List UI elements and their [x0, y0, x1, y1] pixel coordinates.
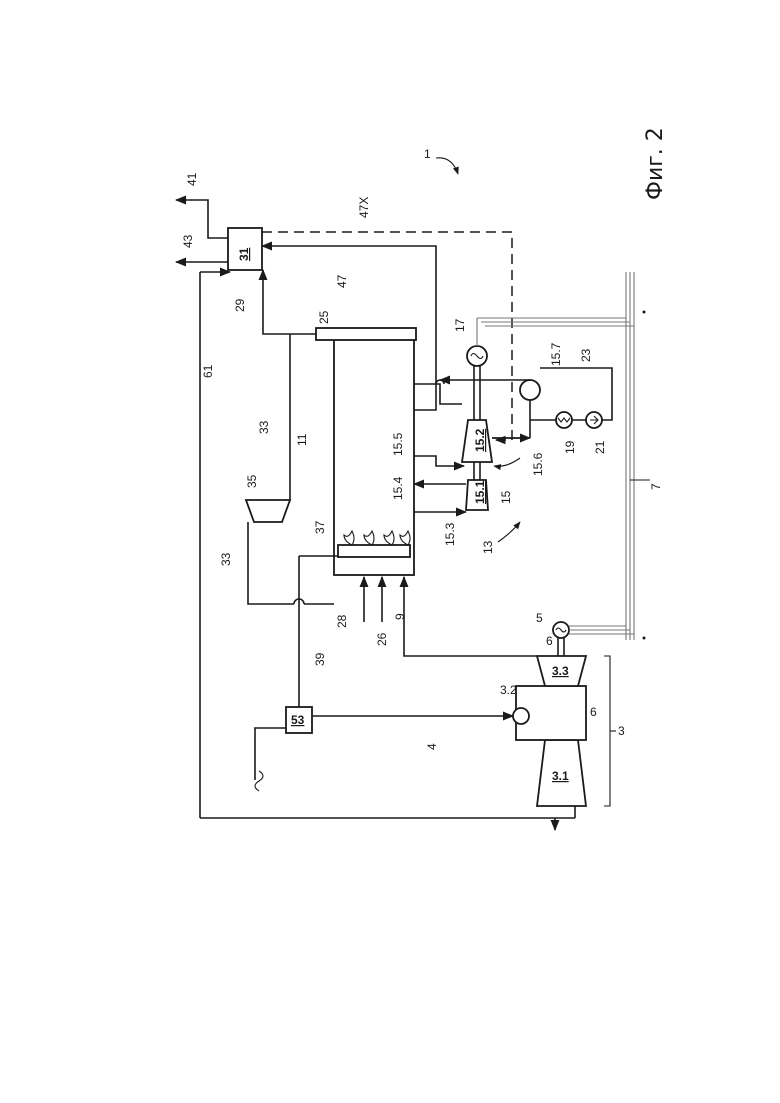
label-21: 21 — [593, 440, 607, 454]
label-3-2: 3.2 — [500, 683, 517, 697]
label-3-1: 3.1 — [552, 769, 569, 783]
label-13: 13 — [481, 540, 495, 554]
burner-37 — [338, 545, 410, 557]
label-system-1: 1 — [424, 147, 431, 161]
line-41 — [176, 200, 228, 238]
fan-35 — [246, 500, 290, 522]
label-23: 23 — [579, 348, 593, 362]
label-6-lower: 6 — [590, 705, 597, 719]
label-6-upper: 6 — [546, 634, 553, 648]
label-47: 47 — [335, 274, 349, 288]
combustor-3-2 — [513, 708, 529, 724]
label-39: 39 — [313, 652, 327, 666]
label-28: 28 — [335, 614, 349, 628]
label-17: 17 — [453, 318, 467, 332]
label-37: 37 — [313, 520, 327, 534]
line-9 — [404, 577, 537, 656]
label-15-3: 15.3 — [443, 522, 457, 546]
arrow-system-1 — [436, 158, 458, 174]
label-61: 61 — [201, 364, 215, 378]
line-23 — [530, 368, 612, 420]
label-15-2: 15.2 — [473, 428, 487, 452]
label-43: 43 — [181, 234, 195, 248]
label-53: 53 — [291, 713, 305, 727]
label-15-4: 15.4 — [391, 476, 405, 500]
figure-caption: Фиг. 2 — [643, 127, 668, 200]
outlet-25 — [316, 328, 416, 340]
label-9: 9 — [393, 613, 407, 620]
label-26: 26 — [375, 632, 389, 646]
label-47x: 47X — [357, 197, 371, 218]
label-35: 35 — [245, 474, 259, 488]
condenser-15-7 — [520, 380, 540, 400]
label-41: 41 — [185, 172, 199, 186]
label-31: 31 — [237, 247, 251, 261]
line-29 — [263, 270, 316, 334]
heater-19 — [556, 412, 572, 428]
label-15-7: 15.7 — [549, 342, 563, 366]
label-15: 15 — [499, 490, 513, 504]
label-15-5: 15.5 — [391, 432, 405, 456]
label-5: 5 — [536, 611, 543, 625]
label-19: 19 — [563, 440, 577, 454]
label-29: 29 — [233, 298, 247, 312]
label-25: 25 — [317, 310, 331, 324]
label-33-lower: 33 — [219, 552, 233, 566]
label-3: 3 — [618, 724, 625, 738]
label-4: 4 — [425, 743, 439, 750]
label-15-1: 15.1 — [473, 480, 487, 504]
label-3-3: 3.3 — [552, 664, 569, 678]
fuel-inlet-line — [255, 728, 286, 780]
label-11: 11 — [295, 433, 309, 446]
line-15-5 — [414, 456, 464, 466]
label-33-upper: 33 — [257, 420, 271, 434]
label-15-6: 15.6 — [531, 452, 545, 476]
electrical-bus-7 — [477, 272, 646, 640]
bracket-3 — [604, 656, 610, 806]
label-7: 7 — [649, 483, 663, 490]
